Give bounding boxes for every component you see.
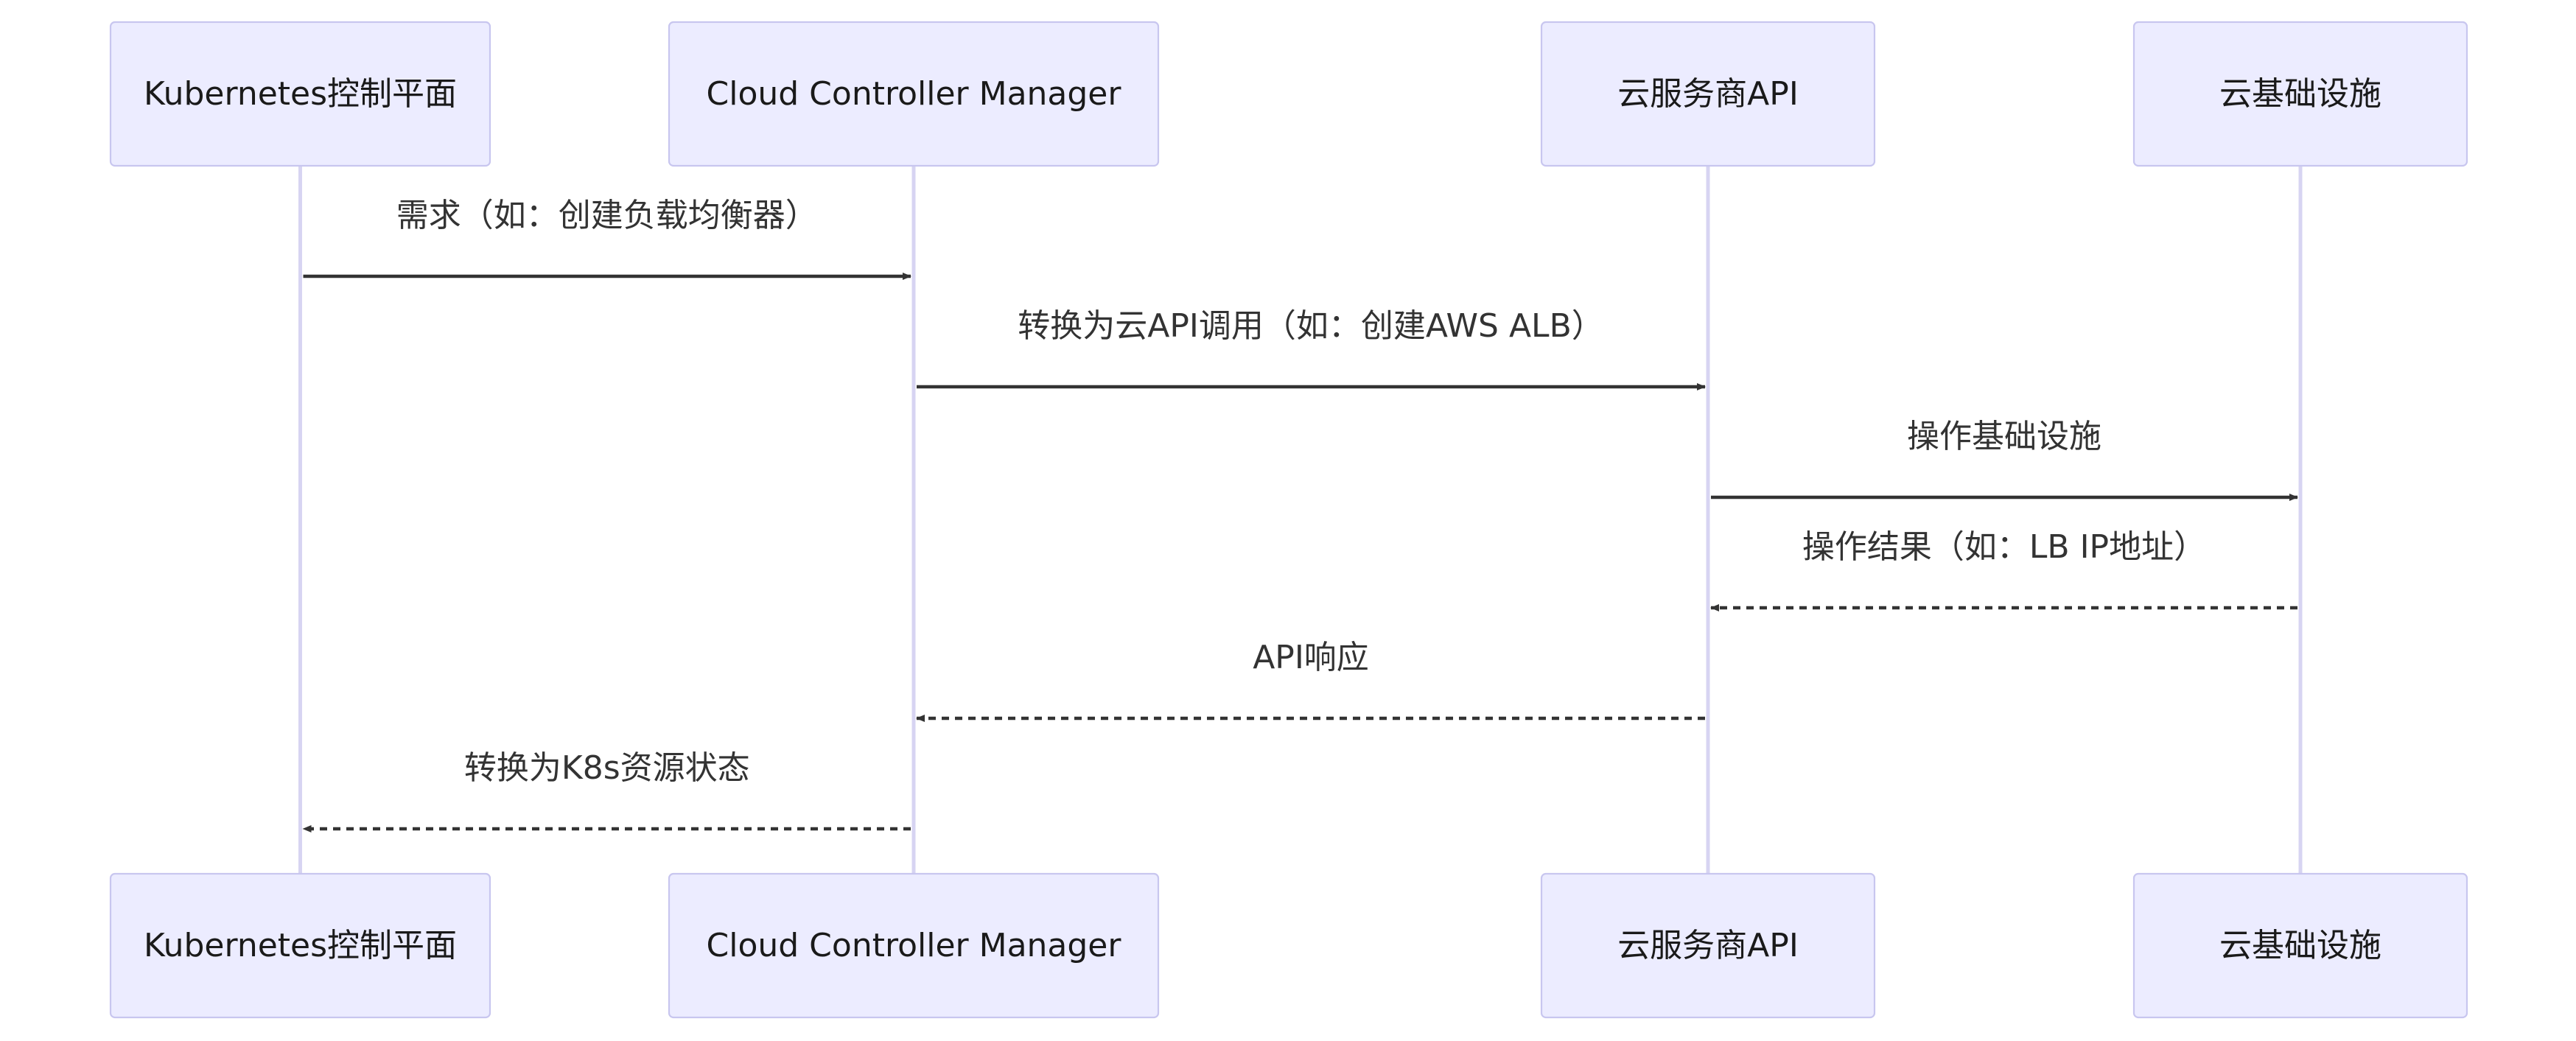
messages: 需求（如：创建负载均衡器） 转换为云API调用（如：创建AWS ALB） 操作基础设… [302, 197, 2298, 833]
message-label: 转换为K8s资源状态 [464, 749, 750, 787]
message-label: 转换为云API调用（如：创建AWS ALB） [1018, 307, 1604, 345]
participant-api-top: 云服务商API [1540, 21, 1876, 167]
participant-label: Cloud Controller Manager [707, 927, 1122, 964]
participant-api-bottom: 云服务商API [1540, 872, 1876, 1019]
participant-label: Kubernetes控制平面 [144, 75, 457, 113]
participant-label: Kubernetes控制平面 [144, 927, 457, 964]
message-6: 转换为K8s资源状态 [302, 749, 911, 833]
lifelines [298, 166, 2303, 874]
message-1: 需求（如：创建负载均衡器） [303, 197, 911, 280]
participant-label: 云服务商API [1617, 75, 1799, 113]
participant-label: Cloud Controller Manager [707, 75, 1122, 113]
participant-box [668, 21, 1160, 167]
participant-label: 云基础设施 [2219, 927, 2381, 964]
actors-top: Kubernetes控制平面 Cloud Controller Manager 云服… [109, 21, 2468, 167]
participant-label: 云基础设施 [2219, 75, 2381, 113]
participant-ccm-bottom: Cloud Controller Manager [668, 872, 1160, 1019]
participant-box [109, 21, 491, 167]
participant-box [1540, 21, 1876, 167]
message-5: API响应 [916, 639, 1705, 722]
participant-box [1540, 872, 1876, 1019]
participant-k8s-bottom: Kubernetes控制平面 [109, 872, 491, 1019]
participant-infra-top: 云基础设施 [2132, 21, 2468, 167]
participant-box [109, 872, 491, 1019]
message-4: 操作结果（如：LB IP地址） [1710, 528, 2297, 611]
message-label: 操作基础设施 [1907, 418, 2101, 455]
message-3: 操作基础设施 [1711, 418, 2298, 501]
participant-label: 云服务商API [1617, 927, 1799, 964]
message-label: API响应 [1253, 639, 1369, 676]
participant-ccm-top: Cloud Controller Manager [668, 21, 1160, 167]
participant-box [2132, 21, 2468, 167]
participant-k8s-top: Kubernetes控制平面 [109, 21, 491, 167]
message-label: 操作结果（如：LB IP地址） [1802, 528, 2206, 566]
message-2: 转换为云API调用（如：创建AWS ALB） [917, 307, 1706, 390]
actors-bottom: Kubernetes控制平面 Cloud Controller Manager 云服… [109, 872, 2468, 1019]
participant-box [668, 872, 1160, 1019]
participant-infra-bottom: 云基础设施 [2132, 872, 2468, 1019]
participant-box [2132, 872, 2468, 1019]
message-label: 需求（如：创建负载均衡器） [396, 197, 818, 234]
